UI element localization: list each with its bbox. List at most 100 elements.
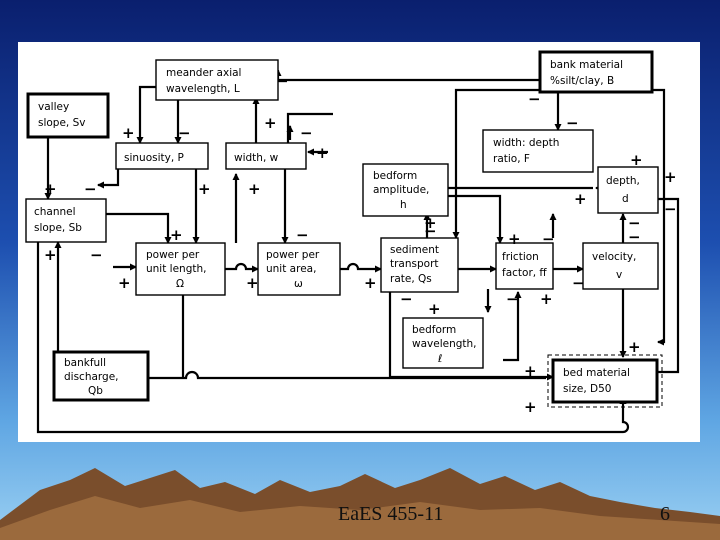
sign-plus: +	[364, 274, 377, 292]
sign-plus: +	[118, 274, 131, 292]
sign-plus: +	[508, 230, 521, 248]
box-bed-material-size: bed material size, D50	[547, 354, 663, 408]
arrow-bank-to-meander	[274, 69, 540, 82]
box-depth-line1: depth,	[606, 175, 640, 187]
diagram-panel: valley slope, Sv meander axial wavelengt…	[18, 42, 700, 442]
arrow-powerarea-to-sediment	[340, 262, 382, 273]
arrow-sinuosity-to-channel	[97, 169, 120, 189]
sign-minus: −	[400, 290, 413, 308]
sign-plus: +	[198, 180, 211, 198]
arrow-bedformwave-to-friction	[503, 291, 522, 362]
sign-minus: −	[300, 124, 313, 142]
box-bed-material-line1: bed material	[563, 367, 630, 379]
box-width-depth-line1: width: depth	[493, 137, 559, 149]
sign-plus: +	[574, 190, 587, 208]
box-bedform-amp-line3: h	[400, 199, 407, 211]
box-velocity-line1: velocity,	[592, 251, 636, 263]
box-bankfull-discharge: bankfull discharge, Qb	[52, 350, 150, 402]
arrow-meander-to-sinuosity	[136, 85, 156, 144]
box-bank-material: bank material %silt/clay, B	[538, 50, 654, 94]
box-depth-line2: d	[622, 193, 629, 205]
box-bed-material-line2: size, D50	[563, 383, 611, 395]
sign-plus: +	[122, 124, 135, 142]
box-width-depth-line2: ratio, F	[493, 153, 530, 165]
box-sinuosity: sinuosity, P	[115, 142, 209, 170]
box-width: width, w	[225, 142, 307, 170]
arrow-bankfull-to-bedmaterial	[148, 370, 546, 380]
sign-plus: +	[316, 144, 329, 162]
box-meander-wavelength: meander axial wavelength, L	[155, 59, 279, 101]
sign-plus: +	[524, 362, 537, 380]
sign-plus: +	[524, 398, 537, 416]
arrow-bedformamp-to-friction	[448, 194, 504, 244]
sign-minus: −	[178, 124, 191, 142]
box-power-area-line1: power per	[266, 249, 320, 261]
box-bank-material-line1: bank material	[550, 59, 623, 71]
sign-minus: −	[664, 200, 677, 218]
box-sediment-line2: transport	[390, 258, 439, 270]
sign-minus: −	[628, 228, 641, 246]
box-bedform-wave-line1: bedform	[412, 324, 456, 336]
connector-arrows	[36, 69, 680, 434]
box-channel-slope-line1: channel	[34, 206, 76, 218]
sign-plus: +	[264, 114, 277, 132]
box-bedform-wave-line3: ℓ	[437, 353, 442, 365]
box-bankfull-line2: discharge,	[64, 371, 119, 383]
sign-plus: +	[424, 214, 437, 232]
sign-minus: −	[572, 274, 585, 292]
box-channel-slope: channel slope, Sb	[25, 198, 107, 243]
relationship-signs: + − + − + − − − + + − + − − + − + − + + …	[44, 72, 677, 416]
box-friction-line1: friction	[502, 251, 539, 263]
box-bankfull-line3: Qb	[88, 385, 103, 397]
sign-minus: −	[528, 90, 541, 108]
box-meander-line1: meander axial	[166, 67, 241, 79]
box-valley-slope-line2: slope, Sv	[38, 117, 86, 129]
sign-minus: −	[296, 226, 309, 244]
sign-plus: +	[246, 274, 259, 292]
sign-plus: +	[630, 151, 643, 169]
box-bankfull-line1: bankfull	[64, 357, 106, 369]
box-power-length-line3: Ω	[176, 278, 184, 290]
arrow-width-widthdepth-link	[286, 112, 333, 143]
sign-minus: −	[542, 230, 555, 248]
footer-course-label: EaES 455-11	[338, 503, 444, 525]
feedback-diagram: valley slope, Sv meander axial wavelengt…	[25, 50, 680, 434]
sign-plus: +	[664, 168, 677, 186]
sign-minus: −	[276, 72, 289, 90]
box-power-length-line2: unit length,	[146, 263, 207, 275]
box-friction-factor: friction factor, ff	[495, 242, 554, 290]
box-power-unit-length: power per unit length, Ω	[135, 242, 226, 296]
arrow-bedmaterial-to-channel	[36, 242, 630, 434]
box-bank-material-line2: %silt/clay, B	[550, 75, 614, 87]
arrow-bank-to-bedmaterial	[652, 88, 666, 346]
box-width-label: width, w	[234, 152, 279, 164]
box-power-unit-area: power per unit area, ω	[257, 242, 341, 296]
box-bedform-wave-line2: wavelength,	[412, 338, 477, 350]
sign-plus: +	[170, 226, 183, 244]
box-bedform-amplitude: bedform amplitude, h	[362, 163, 449, 217]
sign-plus: +	[428, 300, 441, 318]
box-sediment-transport: sediment transport rate, Qs	[380, 237, 459, 293]
box-power-area-line3: ω	[294, 278, 303, 290]
box-friction-line2: factor, ff	[502, 267, 547, 279]
box-bedform-amp-line2: amplitude,	[373, 184, 429, 196]
box-meander-line2: wavelength, L	[166, 83, 240, 95]
sign-plus: +	[540, 290, 553, 308]
sign-minus: −	[84, 180, 97, 198]
box-valley-slope-line1: valley	[38, 101, 69, 113]
box-velocity-line2: v	[616, 269, 622, 281]
box-width-depth-ratio: width: depth ratio, F	[482, 129, 594, 173]
sign-plus: +	[44, 180, 57, 198]
box-sediment-line1: sediment	[390, 244, 439, 256]
sign-minus: −	[424, 222, 437, 240]
footer-page-number: 6	[660, 503, 670, 525]
arrow-channel-to-power	[98, 212, 172, 244]
box-sinuosity-label: sinuosity, P	[124, 152, 184, 164]
sign-minus: −	[506, 290, 519, 308]
sign-minus: −	[90, 246, 103, 264]
box-depth: depth, d	[597, 166, 659, 214]
sign-minus: −	[628, 214, 641, 232]
sign-plus: +	[248, 180, 261, 198]
sign-plus: +	[628, 338, 641, 356]
box-bedform-amp-line1: bedform	[373, 170, 417, 182]
